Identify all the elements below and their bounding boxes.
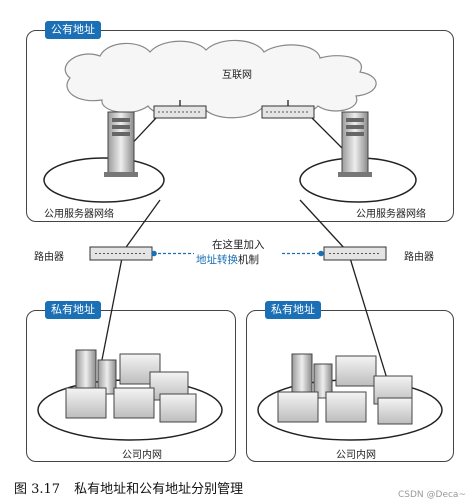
watermark: CSDN @Deca~ bbox=[398, 490, 466, 500]
figure-number: 图 3.17 bbox=[14, 482, 61, 497]
server-left bbox=[104, 111, 138, 177]
router-left-device bbox=[89, 246, 153, 261]
nat-note-highlight: 地址转换 bbox=[196, 254, 238, 266]
nat-indicator-left bbox=[151, 250, 194, 257]
nat-note-suffix: 机制 bbox=[238, 254, 259, 266]
nat-indicator-right bbox=[282, 250, 324, 257]
router-right-device bbox=[323, 246, 387, 261]
nat-note-line2: 地址转换机制 bbox=[196, 253, 265, 268]
router-label-left: 路由器 bbox=[34, 252, 64, 263]
public-address-tag: 公有地址 bbox=[45, 21, 101, 39]
lan-label-right: 公司内网 bbox=[336, 450, 376, 461]
server-network-label-right: 公用服务器网络 bbox=[356, 209, 426, 220]
private-address-tag-right: 私有地址 bbox=[265, 301, 321, 319]
figure-title: 私有地址和公有地址分别管理 bbox=[74, 482, 244, 497]
private-address-tag-left: 私有地址 bbox=[45, 301, 101, 319]
server-network-label-left: 公用服务器网络 bbox=[44, 209, 114, 220]
figure-caption: 图 3.17 私有地址和公有地址分别管理 bbox=[14, 478, 243, 497]
private-address-region-left: 私有地址 bbox=[26, 301, 236, 462]
switch-top-right bbox=[261, 105, 315, 119]
private-address-region-right: 私有地址 bbox=[246, 301, 454, 462]
lan-label-left: 公司内网 bbox=[122, 450, 162, 461]
internet-label: 互联网 bbox=[222, 70, 252, 81]
server-network-ellipse-left bbox=[43, 157, 165, 203]
lan-left-devices bbox=[65, 349, 197, 423]
router-label-right: 路由器 bbox=[404, 252, 434, 263]
lan-right-devices bbox=[277, 353, 413, 425]
nat-note: 在这里加入 地址转换机制 bbox=[196, 238, 265, 268]
switch-top-left bbox=[153, 105, 207, 119]
internet-cloud bbox=[64, 39, 377, 119]
public-address-region: 公有地址 bbox=[26, 21, 454, 222]
nat-note-line1: 在这里加入 bbox=[212, 239, 265, 251]
server-right bbox=[338, 111, 372, 177]
